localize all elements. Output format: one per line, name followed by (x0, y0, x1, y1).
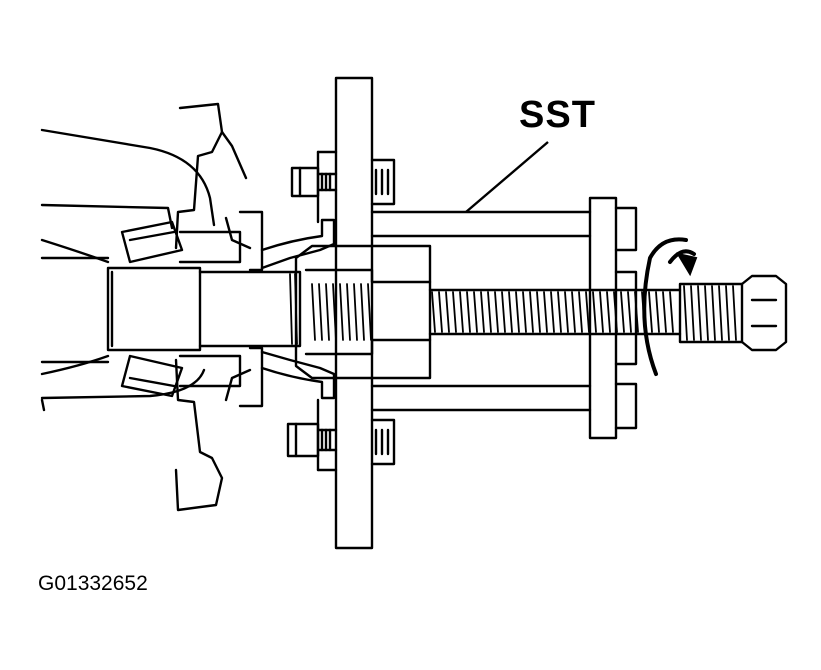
hub-bolt-lower (288, 420, 394, 464)
tapered-roller-bearing-lower (122, 348, 262, 406)
steering-knuckle (42, 104, 246, 510)
sst-leader-line (466, 142, 548, 212)
sst-callout-label: SST (519, 94, 596, 136)
tapered-roller-bearing-upper (122, 212, 262, 270)
sst-puller (296, 198, 786, 438)
axle-shaft (42, 240, 300, 374)
hub-bolt-upper (292, 160, 394, 204)
figure-id: G01332652 (38, 572, 148, 595)
rotation-arrow-icon (644, 239, 696, 374)
